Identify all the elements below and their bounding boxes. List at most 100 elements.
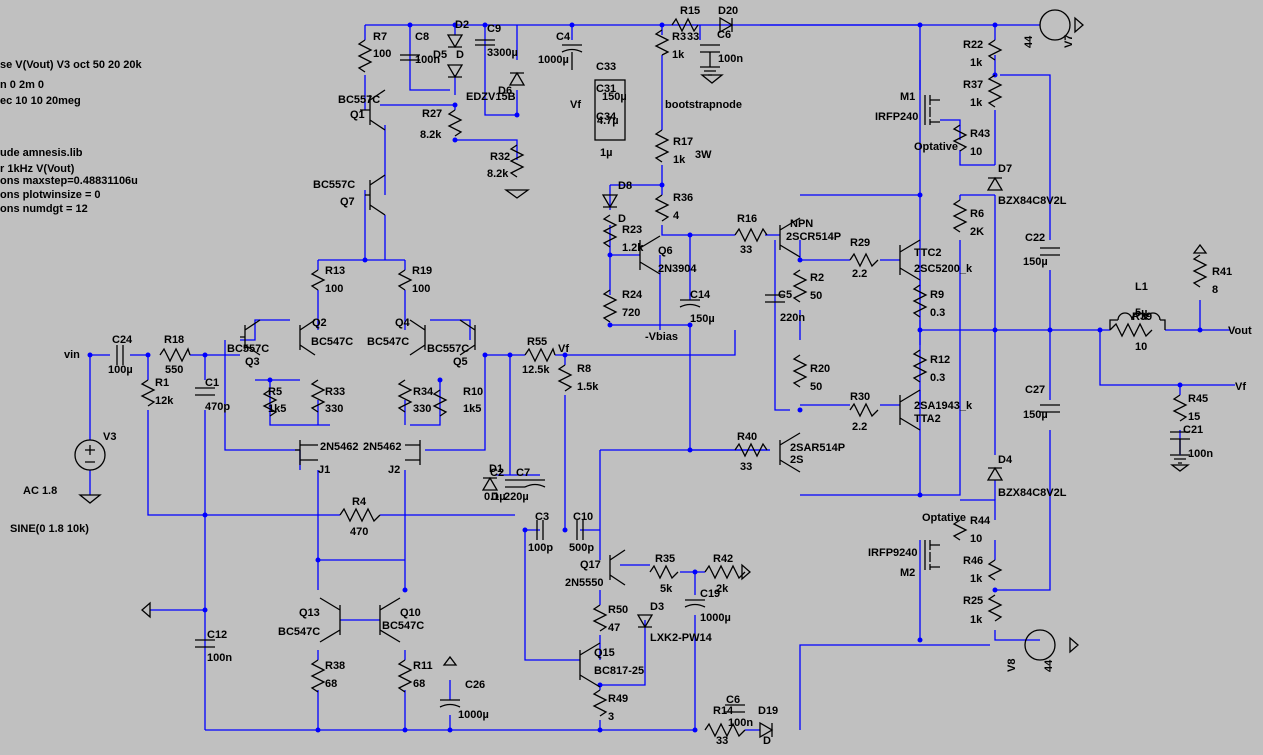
label-r7: R7 (373, 31, 387, 43)
diode-d5 (446, 64, 464, 79)
resistor-r43 (952, 124, 968, 152)
jfet-j1 (295, 440, 318, 465)
resistor-r22 (987, 39, 1003, 61)
capacitor-c19 (684, 599, 706, 608)
label-c14v: 150µ (690, 313, 715, 325)
label-m2: M2 (900, 567, 915, 579)
label-d7: D7 (998, 163, 1012, 175)
label-r24: R24 (622, 289, 643, 301)
label-c7v: 220µ (504, 491, 529, 503)
label-d6v: EDZV15B (466, 91, 516, 103)
label-vout: Vout (1228, 325, 1252, 337)
resistor-r5 (262, 389, 278, 417)
label-q4: Q4 (395, 317, 411, 329)
label-r6: R6 (970, 208, 984, 220)
label-q7: Q7 (340, 196, 355, 208)
label-r1v: 12k (155, 395, 174, 407)
voltage-source-v8 (1024, 629, 1056, 661)
label-q2s: 2S (790, 454, 803, 466)
transistor-q6 (639, 235, 661, 275)
label-bc547c13: BC547C (278, 626, 320, 638)
label-r46v: 1k (970, 573, 983, 585)
label-r10v: 1k5 (463, 403, 481, 415)
label-tta2: TTA2 (914, 413, 941, 425)
label-c27v: 150µ (1023, 409, 1048, 421)
label-d5: D5 (433, 49, 447, 61)
label-r45v: 15 (1188, 411, 1200, 423)
label-c9v: 3300µ (487, 47, 518, 59)
label-c33v: 4.7µ (597, 115, 619, 127)
label-vf3: Vf (1235, 381, 1246, 393)
label-r18v: 550 (165, 364, 183, 376)
capacitor-c7 (524, 479, 546, 488)
capacitor-c10 (576, 520, 584, 540)
label-r38: R38 (325, 660, 345, 672)
resistor-r17 (654, 129, 670, 163)
label-r8: R8 (577, 363, 591, 375)
label-c22: C22 (1025, 232, 1045, 244)
label-r49v: 3 (608, 711, 614, 723)
label-m1: M1 (900, 91, 915, 103)
resistor-r24 (602, 289, 618, 323)
label-c34v: 1µ (600, 147, 612, 159)
label-c1: C1 (205, 377, 219, 389)
label-c10v: 500p (569, 542, 594, 554)
spice-directive: ude amnesis.lib (0, 147, 83, 159)
label-q5: Q5 (453, 356, 468, 368)
label-d8v: D (618, 213, 626, 225)
label-r27v: 8.2k (420, 129, 442, 141)
label-q6: Q6 (658, 245, 673, 257)
transistor-q2sar (779, 432, 801, 473)
label-c12: C12 (207, 629, 227, 641)
label-c19: C19 (700, 588, 720, 600)
capacitor-c3 (536, 520, 544, 540)
label-c34: C34 (596, 111, 617, 123)
voltage-source-v7 (1039, 9, 1071, 41)
label-r14n: 100n (728, 717, 753, 729)
label-c5v: 220n (780, 312, 805, 324)
capacitor-c6b (725, 704, 745, 713)
v3-polarity (85, 445, 95, 463)
resistor-r19 (397, 269, 413, 291)
label-opt1: Optative (914, 141, 958, 153)
diode-d6 (508, 71, 526, 86)
label-r35v: 5k (660, 583, 673, 595)
label-r20v: 50 (810, 381, 822, 393)
transistor-q-npn (779, 217, 801, 258)
label-r13: R13 (325, 265, 345, 277)
label-c24: C24 (112, 334, 133, 346)
label-r42: R42 (713, 553, 733, 565)
capacitor-c26 (439, 699, 461, 708)
label-r2: R2 (810, 272, 824, 284)
junction-dots (87, 22, 1203, 733)
spice-directive: ons plotwinsize = 0 (0, 189, 101, 201)
label-q3: Q3 (245, 356, 260, 368)
label-q2: Q2 (312, 317, 327, 329)
label-d7v: BZX84C8V2L (998, 195, 1067, 207)
resistor-r18 (159, 347, 191, 363)
ground-symbols (78, 16, 1208, 666)
resistor-r37 (987, 74, 1003, 108)
label-r29v: 2.2 (852, 268, 867, 280)
label-c12v: 100n (207, 652, 232, 664)
voltage-source-v3 (74, 439, 106, 471)
label-r44: R44 (970, 515, 991, 527)
label-r37v: 1k (970, 97, 983, 109)
label-c10: C10 (573, 511, 593, 523)
label-r46: R46 (963, 555, 983, 567)
label-r16: R16 (737, 213, 757, 225)
label-bc557c3: BC557C (227, 343, 269, 355)
label-c1v: 470p (205, 401, 230, 413)
label-r23v: 1.2k (622, 242, 644, 254)
label-l1v: 5µ (1135, 307, 1147, 319)
label-d4: D4 (998, 454, 1013, 466)
label-c19v: 1000µ (700, 612, 731, 624)
label-c8v: 100n (415, 54, 440, 66)
spice-directive: n 0 2m 0 (0, 79, 44, 91)
label-j1: J1 (318, 464, 330, 476)
label-r50: R50 (608, 604, 628, 616)
label-r13v: 100 (325, 283, 343, 295)
label-r41: R41 (1212, 266, 1232, 278)
label-c7: C7 (516, 467, 530, 479)
